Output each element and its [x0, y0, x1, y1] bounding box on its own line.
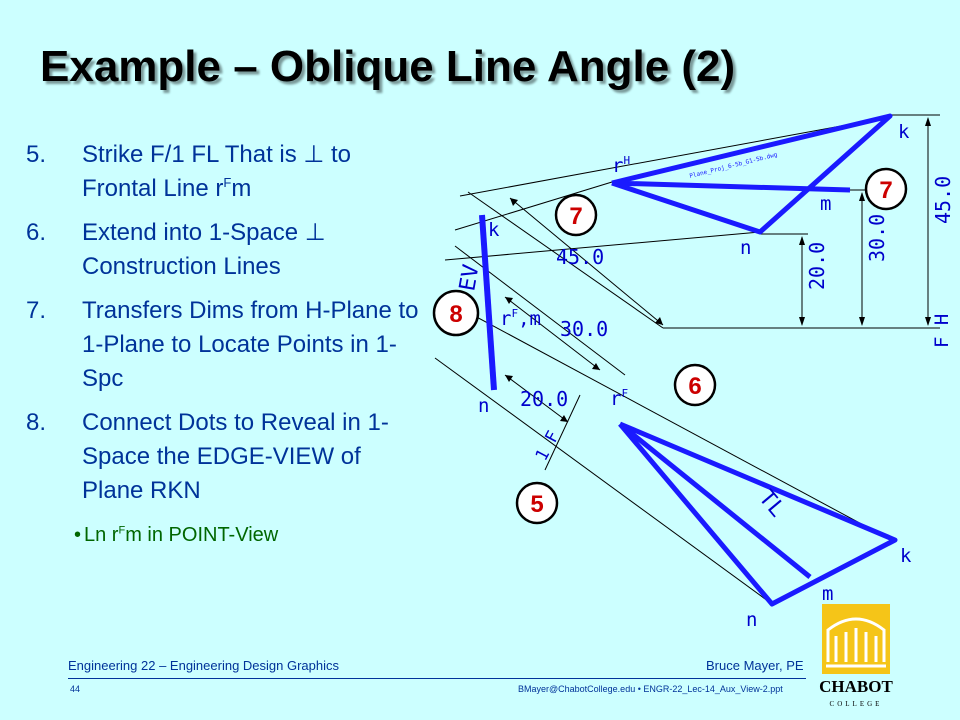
callout-5: 5: [515, 481, 559, 525]
callouts: 7 7 8 6 5: [432, 167, 908, 525]
svg-text:6: 6: [688, 373, 701, 400]
sub-bullet: • Ln rFm in POINT-View: [26, 518, 421, 552]
dim-30-top: 30.0: [865, 214, 889, 262]
slide-title: Example – Oblique Line Angle (2): [40, 42, 736, 91]
footer-author: Bruce Mayer, PE: [706, 658, 804, 673]
plane-rkn-true-length-view: [618, 421, 898, 607]
step-number: 8.: [26, 409, 47, 436]
footer-page-number: 44: [70, 684, 81, 694]
dim-45-top: 45.0: [931, 176, 955, 224]
projection-lines: [434, 116, 896, 605]
label-rm-ev: rF,m: [500, 307, 541, 330]
step-text: Transfers Dims from H-Plane to 1-Plane t…: [82, 297, 419, 392]
svg-text:5: 5: [530, 491, 543, 518]
dim-20-top: 20.0: [805, 242, 829, 290]
label-n-bottom: n: [746, 609, 757, 631]
step-7: 7. Transfers Dims from H-Plane to 1-Plan…: [26, 294, 421, 396]
svg-text:7: 7: [569, 203, 582, 230]
step-text: Extend into 1-Space ⊥ Construction Lines: [82, 219, 326, 280]
callout-8: 8: [432, 289, 480, 337]
label-n-top: n: [740, 237, 751, 259]
label-edge-view: EV: [455, 263, 484, 293]
label-k-bottom: k: [900, 545, 912, 567]
one-space-arrowheads: [505, 198, 663, 422]
step-text: Connect Dots to Reveal in 1-Space the ED…: [82, 409, 389, 504]
edge-view-line: [479, 214, 497, 391]
label-m-top: m: [820, 193, 831, 215]
bullet-superscript: F: [118, 524, 126, 537]
dimension-values: 45.0 30.0 20.0 45.0 30.0 20.0: [520, 176, 955, 411]
label-k-top: k: [898, 121, 910, 143]
logo-subtitle: COLLEGE: [830, 700, 883, 708]
step-text: Strike F/1 FL That is ⊥ to Frontal Line …: [82, 141, 351, 202]
footer-course-title: Engineering 22 – Engineering Design Grap…: [68, 658, 340, 673]
label-m-bottom: m: [822, 583, 833, 605]
bullet-dot-icon: •: [74, 524, 82, 546]
step-8: 8. Connect Dots to Reveal in 1-Space the…: [26, 406, 421, 508]
callout-7-top: 7: [864, 167, 908, 211]
label-n-ev: n: [478, 395, 489, 417]
svg-text:7: 7: [879, 177, 892, 204]
label-r-f: rF: [610, 387, 628, 410]
one-space-dimension-lines: [504, 197, 664, 423]
svg-text:8: 8: [449, 301, 462, 328]
chabot-college-logo: CHABOT COLLEGE: [819, 604, 893, 708]
logo-wordmark: CHABOT: [819, 677, 893, 696]
plane-rkn-top-view: [611, 113, 893, 235]
callout-7-left: 7: [554, 193, 598, 237]
dim-45-left: 45.0: [556, 245, 604, 269]
step-5: 5. Strike F/1 FL That is ⊥ to Frontal Li…: [26, 138, 421, 206]
label-fold-line-fh: F H: [931, 314, 953, 348]
step-superscript: F: [223, 175, 232, 190]
footer-email-file: BMayer@ChabotCollege.edu • ENGR-22_Lec-1…: [518, 684, 783, 694]
bullet-text-end: m in POINT-View: [125, 524, 279, 546]
label-fold-line-f1: 1 F: [532, 428, 564, 465]
step-number: 5.: [26, 141, 47, 168]
label-r-h: rH: [612, 154, 630, 177]
footer-divider: [68, 678, 806, 679]
dim-20-left: 20.0: [520, 387, 568, 411]
callout-6: 6: [673, 363, 717, 407]
step-6: 6. Extend into 1-Space ⊥ Construction Li…: [26, 216, 421, 284]
step-number: 6.: [26, 219, 47, 246]
step-text-end: m: [231, 175, 252, 202]
top-view-arrowheads: [799, 117, 931, 326]
diagram-labels: k m n rH F H k rF,m n EV rF 1 F k m n TL: [455, 121, 953, 631]
bullet-text: Ln r: [84, 524, 119, 546]
step-number: 7.: [26, 297, 47, 324]
dim-30-left: 30.0: [560, 317, 608, 341]
label-k-ev: k: [488, 219, 500, 241]
top-view-construction: [663, 114, 940, 329]
step-list: 5. Strike F/1 FL That is ⊥ to Frontal Li…: [26, 138, 421, 552]
